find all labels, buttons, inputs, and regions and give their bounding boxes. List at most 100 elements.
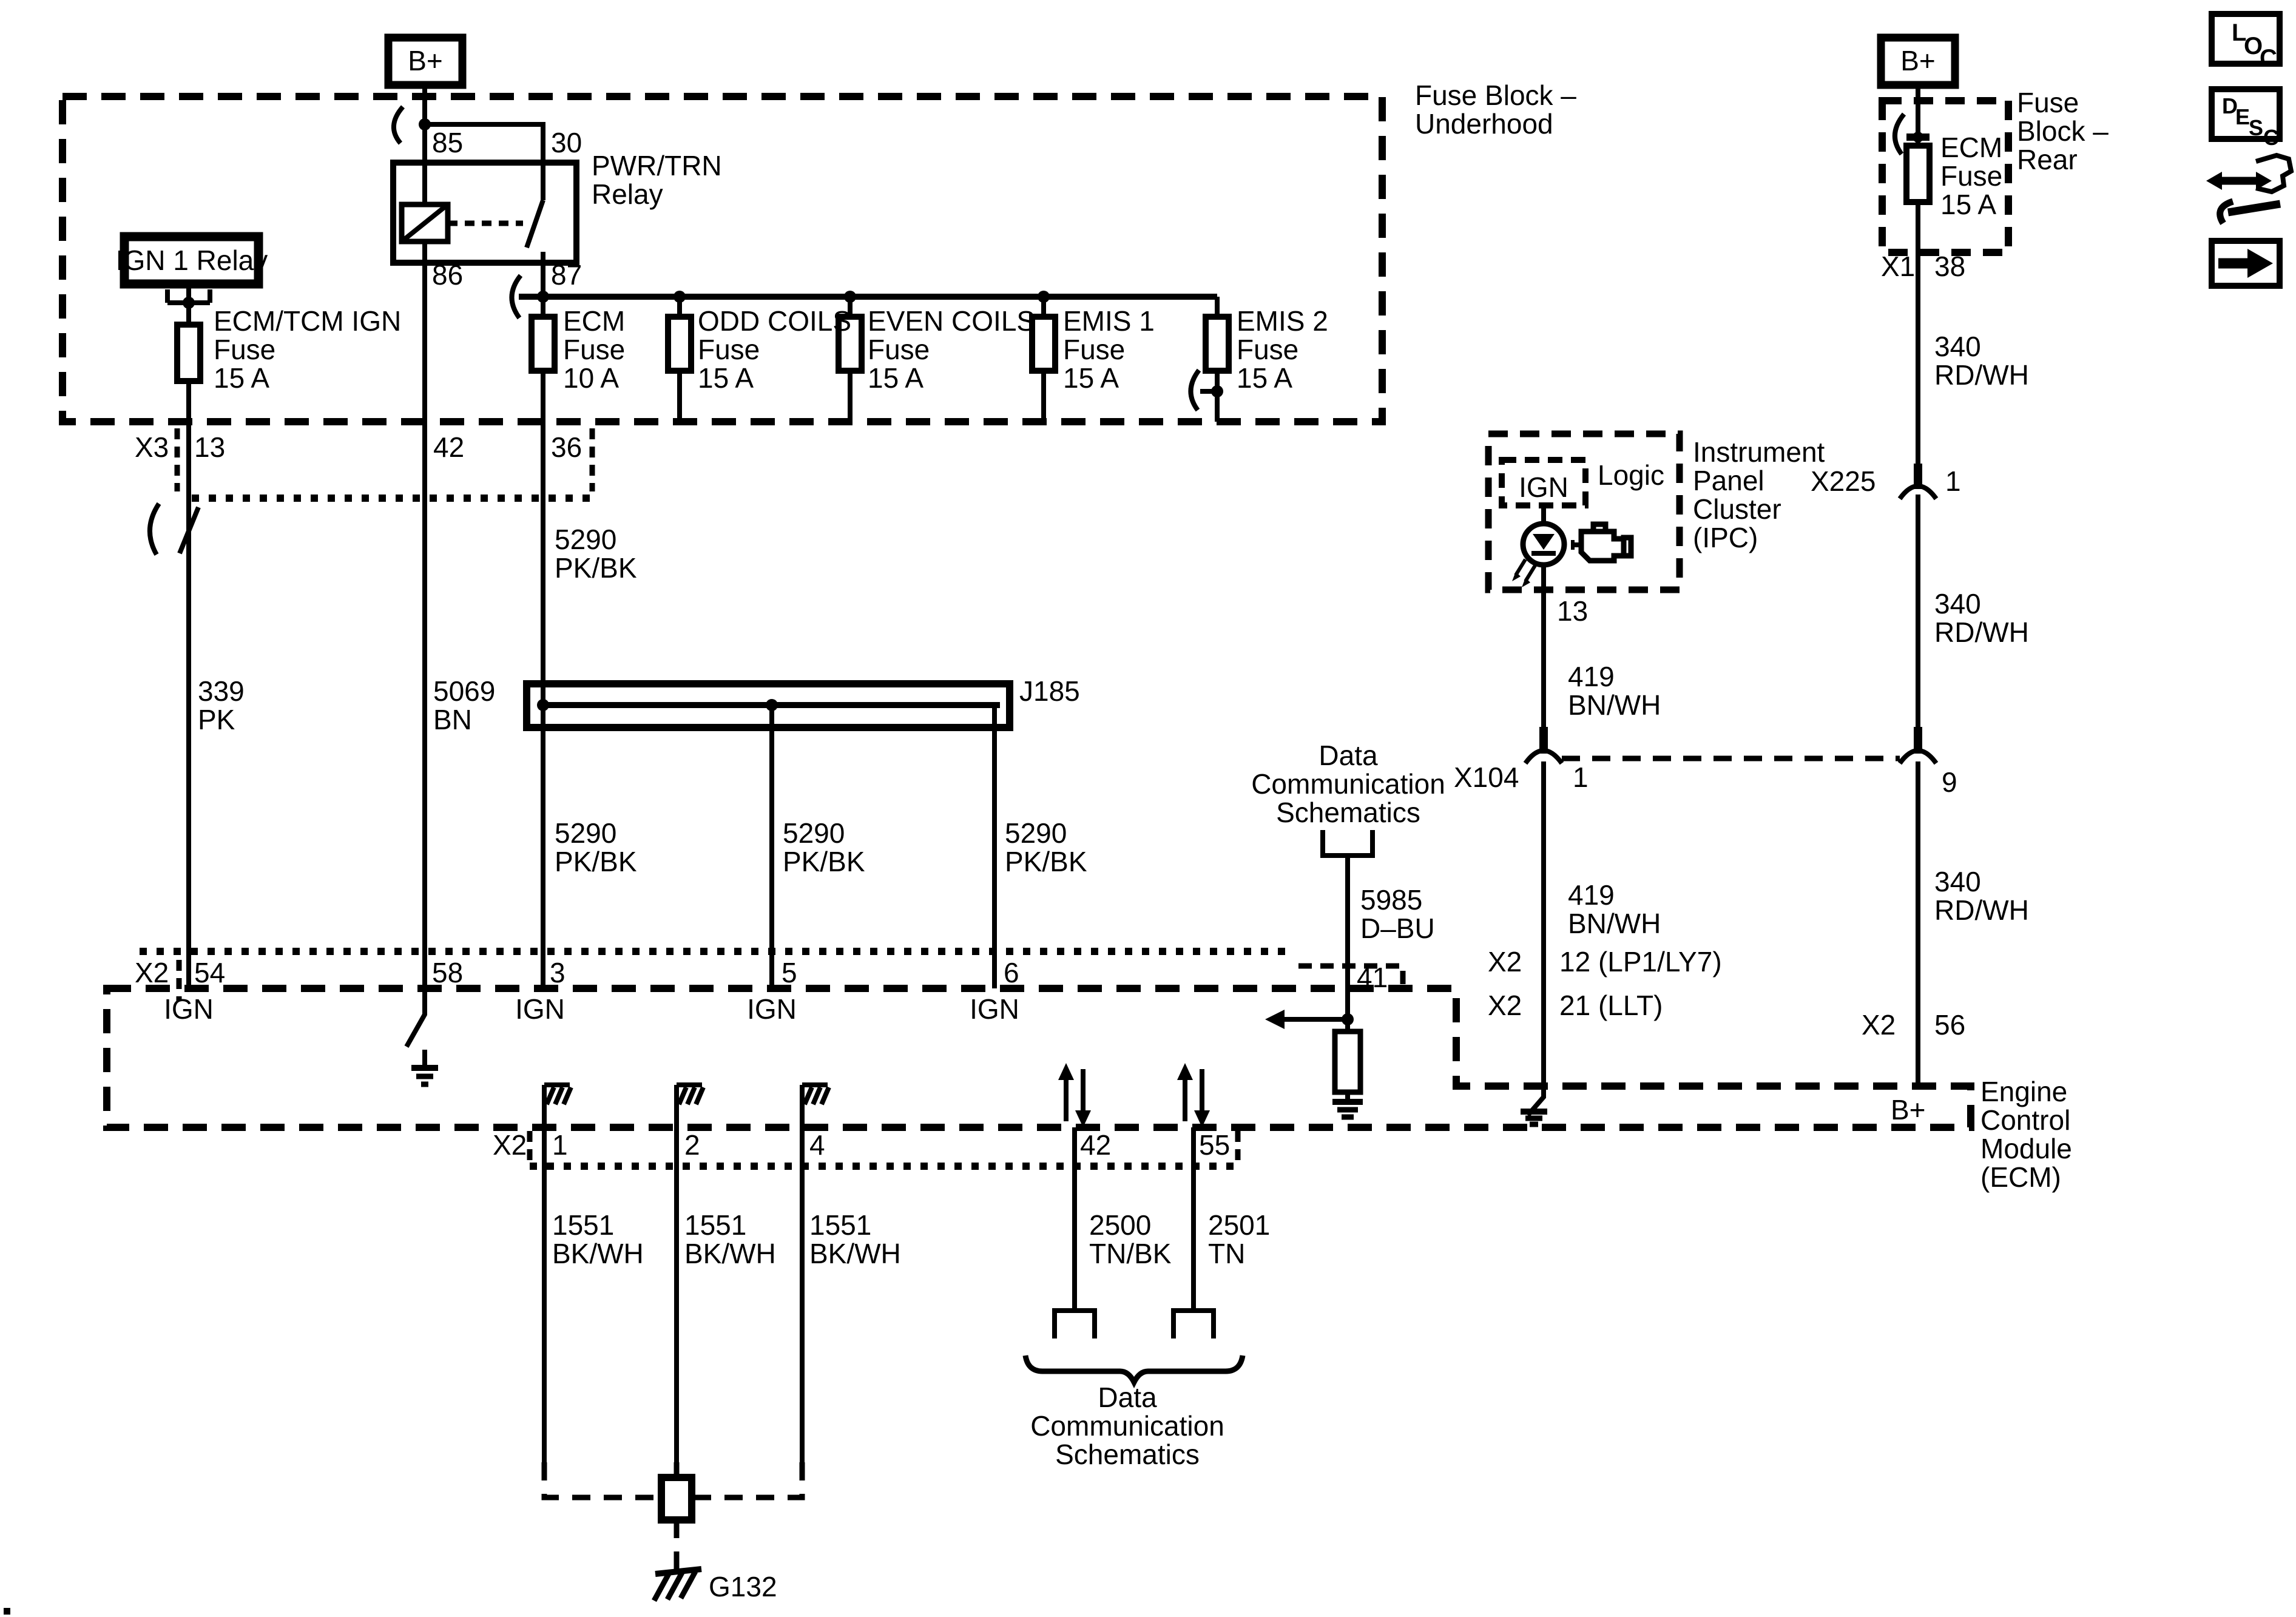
wire-5290-pkbk-c: 5290 PK/BK: [783, 817, 865, 877]
fuse-symbols: [174, 143, 1933, 384]
connector-x2-21: X2: [1488, 990, 1522, 1021]
fuse-block-rear-box: [1879, 97, 2012, 256]
connector-tool-icon[interactable]: [2206, 152, 2294, 225]
pin-4: 4: [809, 1129, 825, 1161]
splice-j185-box: [523, 680, 1013, 731]
fuse-block-underhood-label: Fuse Block – Underhood: [1415, 79, 1576, 140]
wire-340-rdwh-c: 340 RD/WH: [1934, 866, 2029, 926]
wire-1551-bkwh-c: 1551 BK/WH: [809, 1209, 901, 1269]
fuse-ecm-15a-rear-label: ECM Fuse 15 A: [1940, 132, 2003, 220]
wire-419-bnwh-b: 419 BN/WH: [1568, 879, 1661, 939]
ecm-label: Engine Control Module (ECM): [1980, 1076, 2072, 1193]
desc-letter-e: E: [2235, 104, 2250, 129]
wire-5290-pkbk-d: 5290 PK/BK: [1005, 817, 1087, 877]
pin-x104-1: 1: [1573, 761, 1589, 793]
wire-5290-pkbk-a: 5290 PK/BK: [555, 524, 637, 584]
stray-mark: [4, 1608, 10, 1615]
connector-x2-56: X2: [1862, 1009, 1896, 1041]
relay-pin-85: 85: [432, 127, 464, 158]
pin41-notch: [1298, 963, 1406, 989]
wires-dashed: [448, 220, 1900, 1570]
loc-letter-c: C: [2260, 45, 2277, 72]
chassis-ground-pins-1-2-4: [542, 1082, 831, 1127]
signal-b-plus-ecm: B+: [1891, 1094, 1926, 1126]
pin-9: 9: [1942, 766, 1957, 798]
signal-ign-3: IGN: [515, 993, 565, 1025]
ipc-label: Instrument Panel Cluster (IPC): [1693, 436, 1825, 553]
wire-2500-tnbk: 2500 TN/BK: [1089, 1209, 1172, 1269]
relay-pin-86: 86: [432, 259, 464, 291]
pin-56: 56: [1934, 1009, 1966, 1041]
pin-2: 2: [684, 1129, 700, 1161]
loc-letter-o: O: [2244, 33, 2263, 59]
wire-1551-bkwh-b: 1551 BK/WH: [684, 1209, 776, 1269]
location-view-button[interactable]: L O C: [2209, 11, 2283, 72]
wire-2501-tn: 2501 TN: [1208, 1209, 1271, 1269]
ground-symbol-pin58: [411, 1065, 438, 1087]
pin-42-bottom: 42: [1080, 1129, 1112, 1161]
fuse-ecm-10a-label: ECM Fuse 10 A: [563, 305, 626, 394]
fuse-ecm-tcm-ign-label: ECM/TCM IGN Fuse 15 A: [214, 305, 402, 394]
pin-1: 1: [552, 1129, 568, 1161]
description-view-button[interactable]: D E S C: [2209, 86, 2283, 150]
pin-58: 58: [432, 957, 464, 988]
wire-5985-dbu: 5985 D–BU: [1360, 884, 1435, 944]
ign-led-indicator: [1512, 521, 1567, 587]
pin-36: 36: [551, 431, 582, 463]
resistor-symbol: [1332, 1028, 1363, 1095]
wire-5069-bn: 5069 BN: [433, 675, 496, 735]
terminal-b-plus-right: B+: [1900, 45, 1936, 76]
data-comm-brace: [1022, 1355, 1246, 1389]
terminal-boxes: [384, 33, 1959, 89]
loc-letter-l: L: [2232, 19, 2247, 46]
connector-x2-bottom: X2: [493, 1129, 527, 1161]
pin-13: 13: [194, 431, 226, 463]
pin-5: 5: [782, 957, 797, 988]
pin-12-lp1-ly7: 12 (LP1/LY7): [1559, 946, 1722, 977]
pin-6: 6: [1004, 957, 1019, 988]
connector-x1: X1: [1881, 251, 1916, 282]
right-arrow-icon: [2218, 249, 2273, 278]
wire-1551-bkwh-a: 1551 BK/WH: [552, 1209, 644, 1269]
connector-x104: X104: [1454, 761, 1519, 793]
signal-ign-6: IGN: [970, 993, 1019, 1025]
fuse-emis-2-label: EMIS 2 Fuse 15 A: [1237, 305, 1328, 394]
next-page-button[interactable]: [2209, 238, 2283, 289]
connector-face-dotted-lines: [140, 495, 1292, 1170]
connector-separator-ticks: [174, 428, 1241, 1164]
wires-solid: [186, 85, 1920, 1462]
terminal-b-plus-left: B+: [408, 45, 443, 76]
wire-5290-pkbk-b: 5290 PK/BK: [555, 817, 637, 877]
pin-21-llt: 21 (LLT): [1559, 990, 1663, 1021]
ign-indicator-box: [1499, 457, 1589, 508]
pin-41: 41: [1357, 962, 1388, 993]
pin-55: 55: [1199, 1129, 1231, 1161]
connector-x3: X3: [135, 431, 169, 463]
ground-symbol-resistor: [1332, 1099, 1363, 1120]
check-engine-icon: [1571, 521, 1634, 564]
relay-pin-30: 30: [551, 127, 582, 158]
ground-g132-symbol: [652, 1566, 702, 1602]
connector-x2-12: X2: [1488, 946, 1522, 977]
ign1-relay-box: [120, 232, 263, 289]
connector-pin-bars: [1539, 464, 1922, 754]
ground-symbol-pin21: [1521, 1109, 1547, 1127]
desc-letter-c: C: [2263, 125, 2279, 150]
ground-g132-label: G132: [709, 1571, 777, 1602]
connector-x225: X225: [1811, 465, 1876, 497]
signal-ign-5: IGN: [747, 993, 797, 1025]
pin-54: 54: [194, 957, 226, 988]
serial-data-left-arrowhead: [1265, 1010, 1285, 1029]
junction-dots: [183, 118, 1923, 1025]
splice-j185: J185: [1019, 675, 1080, 707]
fuse-even-coils-label: EVEN COILS Fuse 15 A: [868, 305, 1036, 394]
ipc-box: [1485, 430, 1683, 593]
desc-letter-s: S: [2249, 115, 2264, 140]
fuse-block-rear-label: Fuse Block – Rear: [2017, 87, 2109, 175]
logic-label: Logic: [1598, 459, 1664, 491]
ecm-box: [103, 985, 1974, 1131]
pwr-trn-relay-symbol: [390, 160, 579, 266]
pin-ipc-13: 13: [1557, 595, 1589, 627]
desc-letter-d: D: [2222, 93, 2238, 118]
